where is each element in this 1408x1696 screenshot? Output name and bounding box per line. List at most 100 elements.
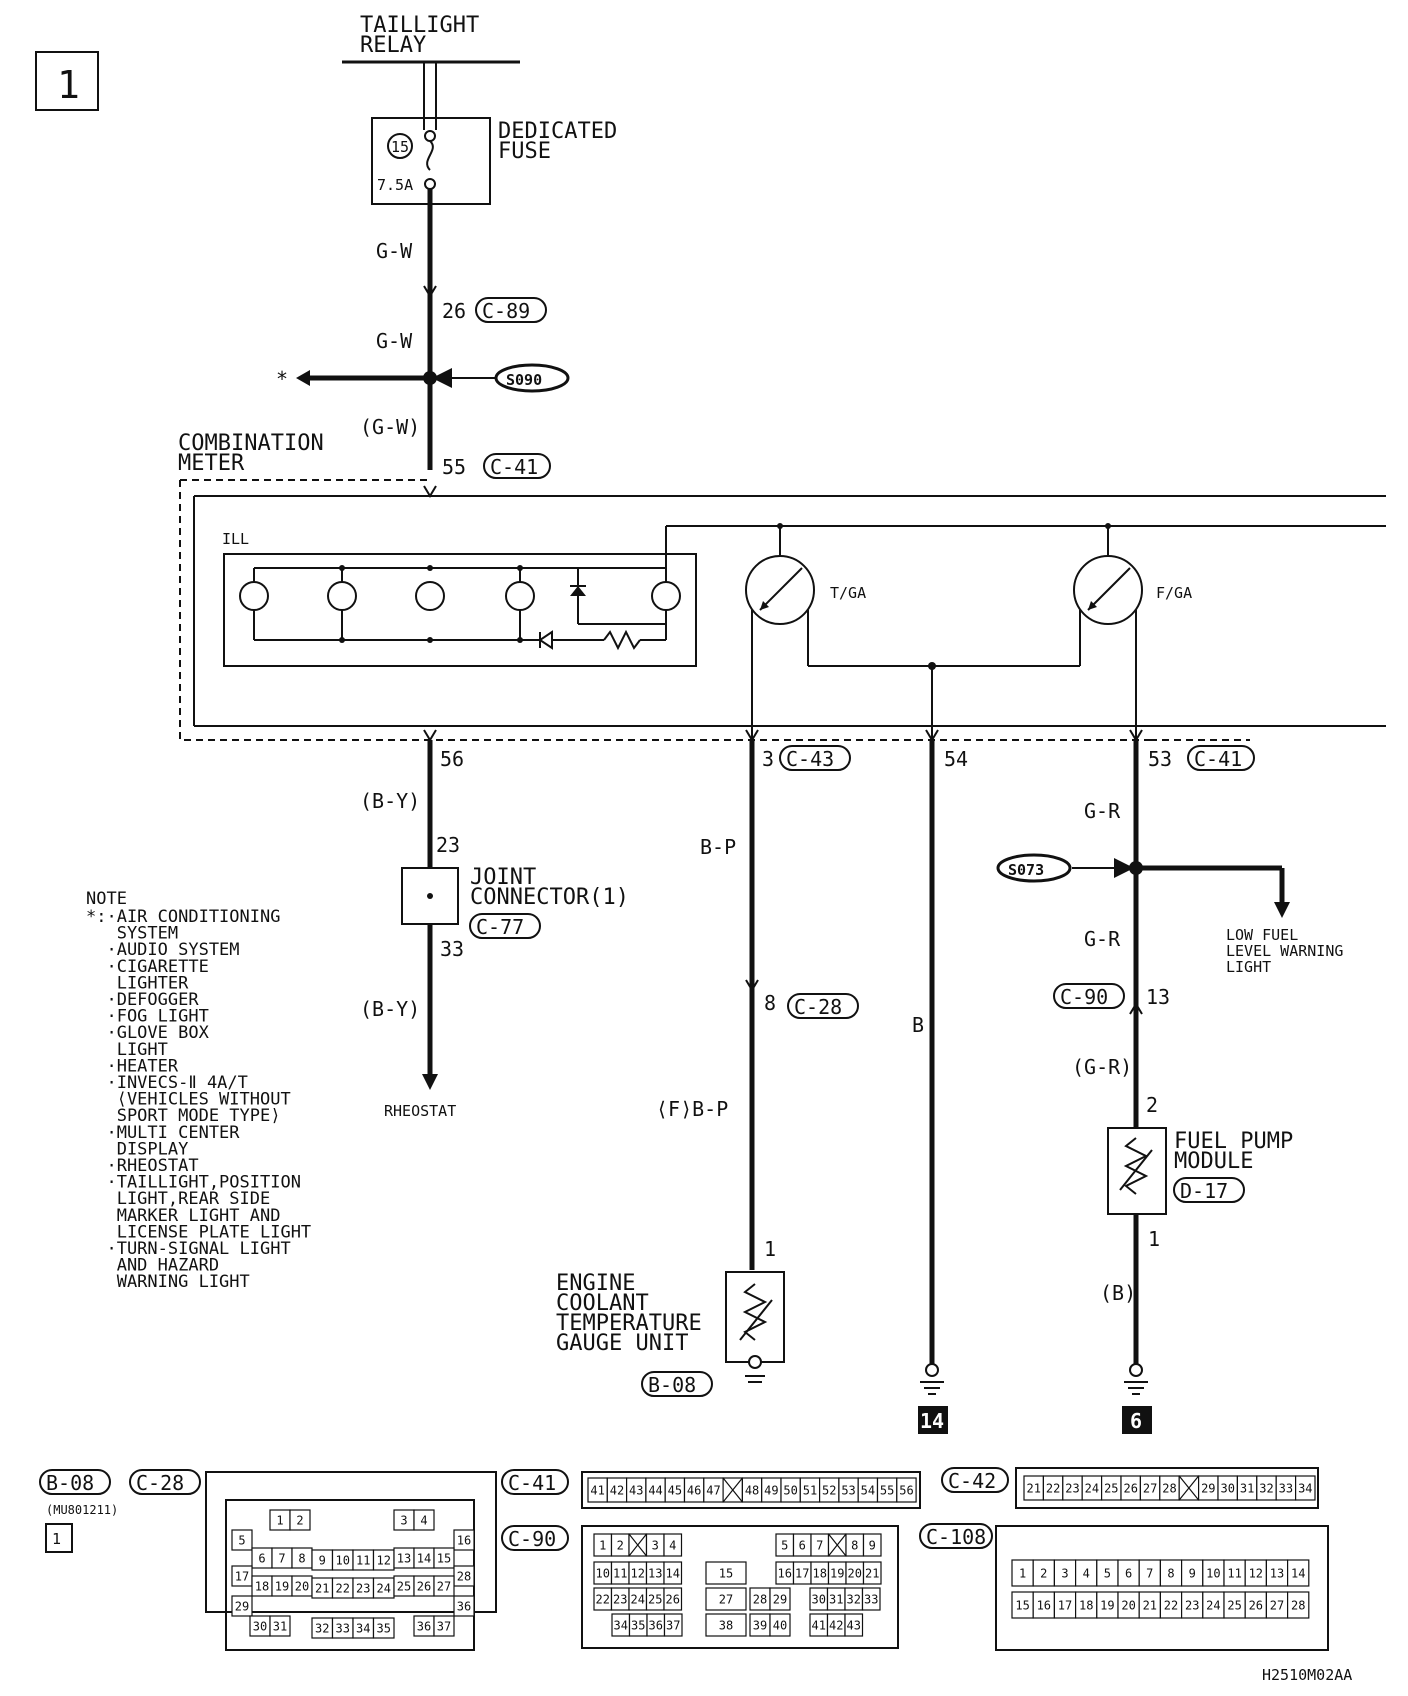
pin-cell: 43 (629, 1483, 643, 1497)
note-line: LIGHT,REAR SIDE (86, 1189, 270, 1209)
pin-cell: 2 (617, 1538, 624, 1552)
pin-cell: 40 (773, 1618, 787, 1632)
pin-cell: 27 (437, 1579, 451, 1593)
pin-cell: 32 (1259, 1481, 1273, 1495)
pin-cell: 8 (1167, 1566, 1174, 1580)
pin-cell: 16 (778, 1566, 792, 1580)
pin-cell: 34 (614, 1618, 628, 1632)
pin-cell: 27 (1143, 1481, 1157, 1495)
pin-cell: 52 (822, 1483, 836, 1497)
ill-resistor (603, 629, 641, 651)
pin-cell: 20 (1121, 1598, 1135, 1612)
pin-cell: 38 (719, 1618, 733, 1632)
page-number-box (35, 51, 99, 111)
ect-label-1: ENGINE (556, 1271, 635, 1296)
connector-chevron (423, 285, 437, 298)
pin-cell: 14 (666, 1566, 680, 1580)
pin-cell: 23 (1065, 1481, 1079, 1495)
note-line: ·DEFOGGER (86, 990, 199, 1010)
pin-cell: 10 (1206, 1566, 1220, 1580)
pin-cell: 42 (829, 1618, 843, 1632)
note-line: ·INVECS-Ⅱ 4A/T (86, 1073, 248, 1093)
pin-cell: 41 (812, 1618, 826, 1632)
bottom-tag-b08: B-08 (46, 1471, 94, 1495)
wire-label-gw2: G-W (376, 329, 413, 353)
pin-cell: 9 (869, 1538, 876, 1552)
pin-cell: 46 (687, 1483, 701, 1497)
branch-arrow (296, 370, 310, 386)
note-line: ·TAILLIGHT,POSITION (86, 1173, 301, 1193)
pin-cell: 7 (1146, 1566, 1153, 1580)
wire-label-b1: B (912, 1013, 924, 1037)
meter-label-2: METER (178, 451, 245, 476)
bottom-tag-c28: C-28 (136, 1471, 184, 1495)
pin-cell: 12 (377, 1553, 391, 1567)
pin-cell: 18 (813, 1566, 827, 1580)
pin-cell: 28 (1291, 1598, 1305, 1612)
pin-cell: 21 (1143, 1598, 1157, 1612)
note-line: ·FOG LIGHT (86, 1007, 209, 1027)
ill-label: ILL (222, 530, 249, 548)
pin-cell: 24 (1206, 1598, 1220, 1612)
pin-cell: 37 (437, 1619, 451, 1633)
pin-cell: 35 (631, 1618, 645, 1632)
pin-cell: 27 (1270, 1598, 1284, 1612)
temp-gauge-label: T/GA (830, 584, 866, 602)
meter-label-1: COMBINATION (178, 431, 324, 456)
pin-cell: 8 (851, 1538, 858, 1552)
pin-cell: 20 (848, 1566, 862, 1580)
pin-cell: 28 (1162, 1481, 1176, 1495)
pin-cell: 5 (781, 1538, 788, 1552)
pin-cell: 26 (1123, 1481, 1137, 1495)
ill-bulbs (239, 526, 681, 640)
relay-label-1: TAILLIGHT (360, 13, 479, 38)
pin-cell: 3 (652, 1538, 659, 1552)
meter-bottom-chevrons (423, 729, 1143, 742)
pin-cell: 33 (336, 1621, 350, 1635)
note-line: ·HEATER (86, 1056, 179, 1076)
pin-cell: 36 (649, 1618, 663, 1632)
low-fuel-label-2: LEVEL WARNING (1226, 942, 1343, 960)
pin-cell: 1 (599, 1538, 606, 1552)
pin-cell: 8 (298, 1551, 305, 1565)
pin-cell: 9 (319, 1553, 326, 1567)
pin-cell: 35 (377, 1621, 391, 1635)
c28-housing (205, 1471, 497, 1613)
note-line: MARKER LIGHT AND (86, 1206, 280, 1226)
pin-cell: 15 (719, 1566, 733, 1580)
pin-cell: 1 (276, 1513, 283, 1527)
diagram-code: H2510M02AA (1262, 1666, 1352, 1684)
pin-cell: 6 (799, 1538, 806, 1552)
note-line: ·GLOVE BOX (86, 1023, 210, 1043)
pin-cell: 17 (235, 1569, 249, 1583)
pin-23: 23 (436, 833, 460, 857)
conn-tag-c41a-frame (483, 453, 551, 479)
splice-s073-badge (996, 853, 1072, 883)
pin-cell: 36 (417, 1619, 431, 1633)
pin-cell: 16 (457, 1533, 471, 1547)
pin-55: 55 (442, 455, 466, 479)
fuse-element (426, 140, 434, 171)
fuse-label-1: DEDICATED (498, 119, 617, 144)
pin-cell: 15 (437, 1551, 451, 1565)
b08-part-number: (MU801211) (46, 1503, 118, 1517)
fuse-bottom-terminal (424, 178, 436, 190)
c108-housing (995, 1525, 1329, 1651)
ground-6-badge (1122, 1406, 1152, 1434)
pin-cell: 3 (1061, 1566, 1068, 1580)
pin-56: 56 (440, 747, 464, 771)
wire-label-bp1: B-P (700, 835, 736, 859)
pin-cell: 29 (1201, 1481, 1215, 1495)
pin-cell: 4 (1083, 1566, 1090, 1580)
pin-cell: 31 (829, 1592, 843, 1606)
pin-cell: 6 (1125, 1566, 1132, 1580)
pin-3: 3 (762, 747, 774, 771)
pin-cell: 49 (764, 1483, 778, 1497)
note-line: LICENSE PLATE LIGHT (86, 1222, 311, 1242)
fuse-number: 15 (391, 138, 409, 156)
pin-cell: 13 (1270, 1566, 1284, 1580)
